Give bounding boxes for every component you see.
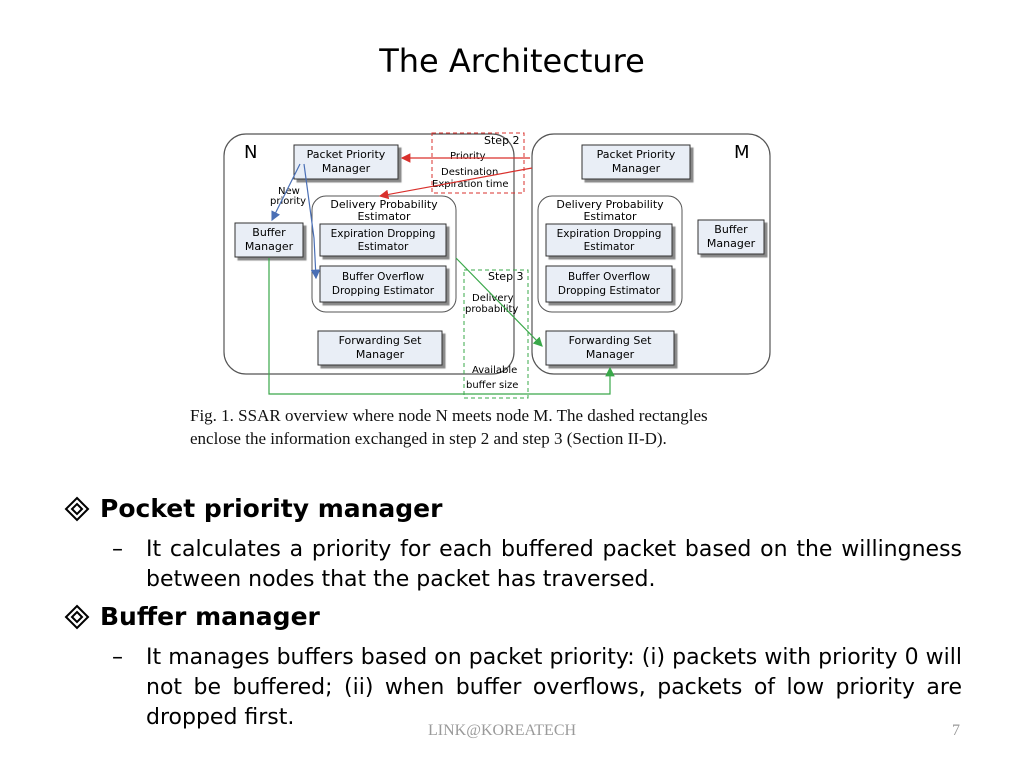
m-dpe-line1: Delivery Probability — [556, 198, 664, 211]
m-expiration-dropping-estimator: Expiration Dropping Estimator — [545, 223, 673, 257]
dash-marker: – — [112, 645, 123, 670]
bullet-heading: Buffer manager — [100, 602, 320, 631]
figure-caption: Fig. 1. SSAR overview where node N meets… — [190, 404, 830, 450]
step3-label: Step 3 — [488, 270, 524, 283]
n-packet-priority-manager: Packet Priority Manager — [293, 144, 399, 180]
step3-delivery: Delivery — [472, 293, 514, 304]
available-buffer-arrow — [268, 258, 615, 395]
bullet-heading: Pocket priority manager — [100, 494, 443, 523]
step3-probability: probability — [465, 304, 518, 315]
svg-text:Buffer Overflow: Buffer Overflow — [568, 271, 651, 283]
diamond-bullet-icon — [64, 604, 90, 629]
new-priority-line2: priority — [270, 196, 306, 207]
bullet-buffer-manager: Buffer manager — [64, 602, 320, 631]
available-label-1: Available — [472, 365, 517, 376]
delivery-probability-arrow — [455, 257, 543, 347]
slide-title: The Architecture — [379, 42, 645, 80]
n-dpe-line2: Estimator — [357, 210, 411, 223]
m-dpe-line2: Estimator — [583, 210, 637, 223]
priority-to-estimator-arrow — [303, 163, 321, 280]
svg-text:Buffer Overflow: Buffer Overflow — [342, 271, 425, 283]
n-buffer-overflow-estimator: Buffer Overflow Dropping Estimator — [319, 265, 447, 303]
svg-text:Buffer: Buffer — [714, 223, 748, 236]
step2-destination: Destination — [441, 167, 498, 178]
svg-text:Packet Priority: Packet Priority — [307, 148, 386, 161]
node-n-label: N — [244, 142, 257, 163]
n-dpe-line1: Delivery Probability — [330, 198, 438, 211]
dash-marker: – — [112, 537, 123, 562]
ssar-diagram-svg: N M Step 2 Priority Destination Expirati… — [223, 132, 771, 399]
n-buffer-manager: Buffer Manager — [234, 222, 304, 258]
sub-bullet-priority: – It calculates a priority for each buff… — [112, 535, 962, 595]
svg-text:Expiration Dropping: Expiration Dropping — [557, 228, 662, 240]
svg-text:Manager: Manager — [586, 348, 635, 361]
diamond-bullet-icon — [64, 496, 90, 521]
svg-text:Manager: Manager — [356, 348, 405, 361]
svg-text:Manager: Manager — [707, 237, 756, 250]
sub-bullet-text: It calculates a priority for each buffer… — [146, 537, 962, 592]
sub-bullet-buffer: – It manages buffers based on packet pri… — [112, 643, 962, 733]
n-forwarding-set-manager: Forwarding Set Manager — [317, 330, 443, 366]
svg-text:Packet Priority: Packet Priority — [597, 148, 676, 161]
svg-text:Manager: Manager — [322, 162, 371, 175]
svg-text:Dropping Estimator: Dropping Estimator — [558, 285, 661, 297]
svg-text:Forwarding Set: Forwarding Set — [569, 334, 652, 347]
sub-bullet-text: It manages buffers based on packet prior… — [146, 645, 962, 730]
svg-text:Forwarding Set: Forwarding Set — [339, 334, 422, 347]
page-number: 7 — [952, 722, 960, 739]
step2-priority: Priority — [450, 151, 486, 162]
step3-box — [463, 269, 529, 399]
svg-text:Buffer: Buffer — [252, 226, 286, 239]
new-priority-line1: New — [278, 186, 300, 197]
node-m-label: M — [734, 142, 750, 163]
m-buffer-manager: Buffer Manager — [697, 219, 765, 255]
step2-label: Step 2 — [484, 134, 520, 147]
new-priority-arrow — [271, 163, 301, 222]
caption-line-2: enclose the information exchanged in ste… — [190, 429, 667, 448]
available-label-2: buffer size — [466, 380, 518, 391]
m-buffer-overflow-estimator: Buffer Overflow Dropping Estimator — [545, 265, 673, 303]
footer-label: LINK@KOREATECH — [428, 722, 577, 739]
m-packet-priority-manager: Packet Priority Manager — [581, 144, 691, 180]
n-expiration-dropping-estimator: Expiration Dropping Estimator — [319, 223, 447, 257]
bullet-pocket-priority-manager: Pocket priority manager — [64, 494, 442, 523]
svg-text:Manager: Manager — [245, 240, 294, 253]
caption-line-1: Fig. 1. SSAR overview where node N meets… — [190, 406, 708, 425]
svg-text:Dropping Estimator: Dropping Estimator — [332, 285, 435, 297]
svg-text:Expiration Dropping: Expiration Dropping — [331, 228, 436, 240]
ssar-diagram: N M Step 2 Priority Destination Expirati… — [220, 128, 780, 407]
svg-text:Manager: Manager — [612, 162, 661, 175]
step2-expiration: Expiration time — [432, 179, 509, 190]
step2-box — [431, 132, 525, 194]
destination-arrow — [378, 167, 533, 200]
svg-text:Estimator: Estimator — [358, 241, 409, 253]
m-forwarding-set-manager: Forwarding Set Manager — [545, 330, 675, 366]
svg-text:Estimator: Estimator — [584, 241, 635, 253]
